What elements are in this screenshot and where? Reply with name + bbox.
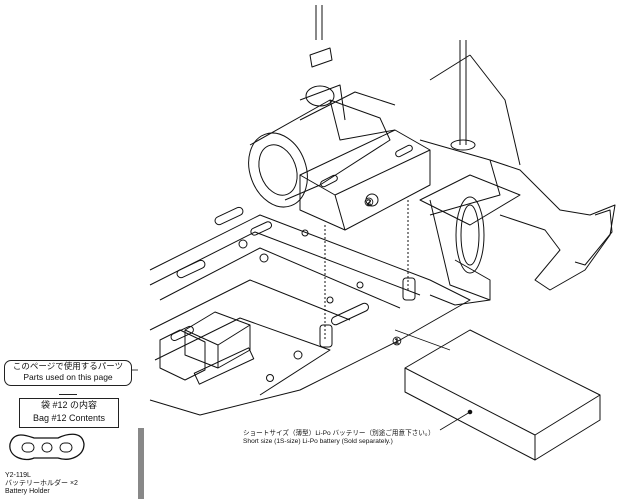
step-number-1: ① <box>392 336 402 348</box>
part-code: Y2-119L <box>5 472 31 479</box>
bag-label-ja: 袋 #12 の内容 <box>40 400 98 410</box>
parts-heading-en: Parts used on this page <box>23 372 113 382</box>
step-number-2: ② <box>364 197 374 209</box>
battery-caption-ja: ショートサイズ（薄型）Li-Po バッテリー（別途ご用意下さい。） <box>243 430 435 437</box>
part-label: Y2-119L バッテリーホルダー ×2 Battery Holder <box>5 472 78 496</box>
chassis-plate <box>149 214 471 416</box>
page-edge-bar <box>138 428 144 499</box>
parts-heading-ja: このページで使用するパーツ <box>12 361 124 371</box>
front-bumper <box>489 159 616 291</box>
lipo-battery-drawing <box>404 329 601 461</box>
part-name-en: Battery Holder <box>5 488 50 495</box>
bag-label-en: Bag #12 Contents <box>32 413 106 423</box>
bag-contents-box: 袋 #12 の内容 Bag #12 Contents <box>19 398 119 428</box>
motor-bulkhead <box>299 129 431 231</box>
part-name-ja: バッテリーホルダー ×2 <box>5 480 78 487</box>
parts-used-panel: このページで使用するパーツ Parts used on this page <box>4 360 132 386</box>
battery-caption: ショートサイズ（薄型）Li-Po バッテリー（別途ご用意下さい。） Short … <box>243 430 435 446</box>
battery-holder-icon <box>9 433 85 461</box>
battery-caption-en: Short size (1S-size) Li-Po battery (Sold… <box>243 438 393 445</box>
